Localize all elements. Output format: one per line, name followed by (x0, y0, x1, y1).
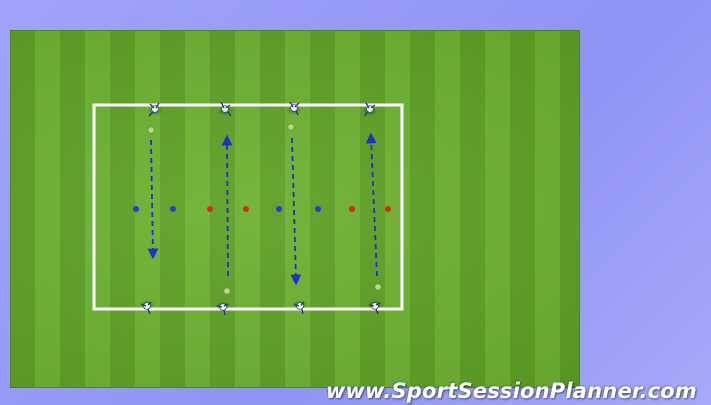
dashed-arrow-icon (292, 138, 296, 280)
cone-marker-icon (207, 206, 213, 212)
cone-marker-icon (349, 206, 355, 212)
cone-marker-icon (133, 206, 139, 212)
dashed-arrow-icon (371, 138, 377, 276)
dashed-arrow-icon (151, 140, 153, 254)
player-figure-icon (215, 301, 231, 315)
dashed-arrow-icon (227, 140, 228, 276)
balls (148, 124, 381, 294)
center-cones (133, 206, 391, 212)
player-figure-icon (367, 300, 383, 314)
cone-marker-icon (385, 206, 391, 212)
ball-icon (288, 124, 294, 130)
player-figure-icon (139, 300, 155, 314)
ball-icon (148, 127, 154, 133)
ball-icon (224, 288, 230, 294)
cone-marker-icon (276, 206, 282, 212)
cone-marker-icon (243, 206, 249, 212)
pass-arrows (151, 138, 377, 280)
cone-marker-icon (170, 206, 176, 212)
cone-marker-icon (315, 206, 321, 212)
player-figure-icon (292, 300, 308, 314)
ball-icon (375, 284, 381, 290)
watermark-text: www.SportSessionPlanner.com (326, 379, 697, 403)
